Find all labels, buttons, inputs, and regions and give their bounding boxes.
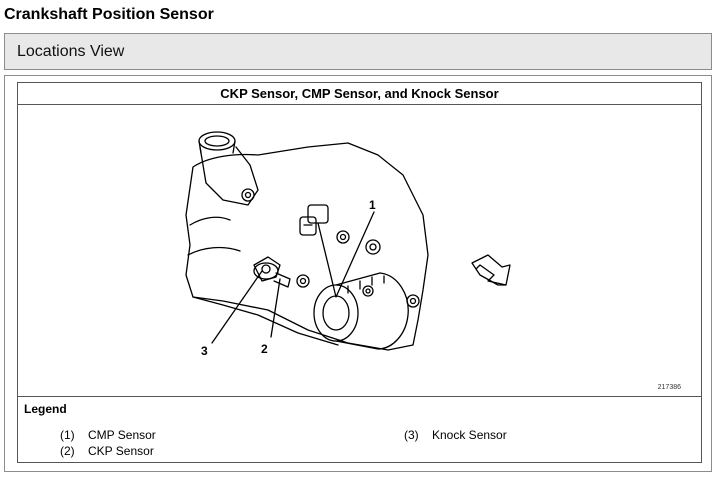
locations-view-header: Locations View — [4, 33, 712, 70]
callout-2: 2 — [261, 342, 268, 356]
legend-label: Knock Sensor — [432, 428, 507, 442]
legend-item-ckp: (2) CKP Sensor — [60, 444, 154, 458]
leader-2 — [270, 278, 281, 338]
legend-label: CKP Sensor — [88, 444, 154, 458]
bolt-boss — [365, 239, 381, 255]
engine-block-ridge-2 — [187, 246, 241, 256]
legend-item-cmp: (1) CMP Sensor — [60, 428, 156, 442]
legend-label: CMP Sensor — [88, 428, 156, 442]
bolt-boss — [241, 188, 255, 202]
knock-sensor-shape — [253, 256, 281, 282]
figure-box: CKP Sensor, CMP Sensor, and Knock Sensor — [17, 82, 702, 463]
leader-1 — [317, 211, 375, 298]
legend-number: (3) — [404, 428, 419, 442]
cmp-sensor-shape — [299, 204, 329, 236]
engine-illustration: 1 2 3 — [185, 131, 511, 358]
figure-frame: CKP Sensor, CMP Sensor, and Knock Sensor — [4, 75, 712, 472]
callout-1: 1 — [369, 198, 376, 212]
oil-filter-shape — [313, 272, 409, 350]
section-label: Locations View — [17, 43, 125, 60]
bolt-boss — [336, 230, 350, 244]
figure-code: 217386 — [657, 384, 681, 391]
legend-title: Legend — [24, 402, 67, 416]
leader-3 — [211, 270, 263, 344]
legend-number: (1) — [60, 428, 75, 442]
bolt-boss — [406, 294, 420, 308]
engine-block-ridge — [189, 216, 231, 226]
engine-block-outline — [185, 142, 429, 351]
direction-arrow-icon — [471, 254, 511, 286]
bolt-boss — [296, 274, 310, 288]
figure-title: CKP Sensor, CMP Sensor, and Knock Sensor — [18, 83, 701, 105]
engine-block-base — [192, 296, 339, 346]
housing-opening-inner — [204, 135, 230, 147]
housing-neck — [199, 146, 259, 206]
callout-3: 3 — [201, 344, 208, 358]
legend-number: (2) — [60, 444, 75, 458]
legend-divider — [18, 396, 701, 397]
legend-item-knock: (3) Knock Sensor — [404, 428, 507, 442]
page-title: Crankshaft Position Sensor — [4, 6, 214, 23]
bolt-boss — [362, 285, 374, 297]
